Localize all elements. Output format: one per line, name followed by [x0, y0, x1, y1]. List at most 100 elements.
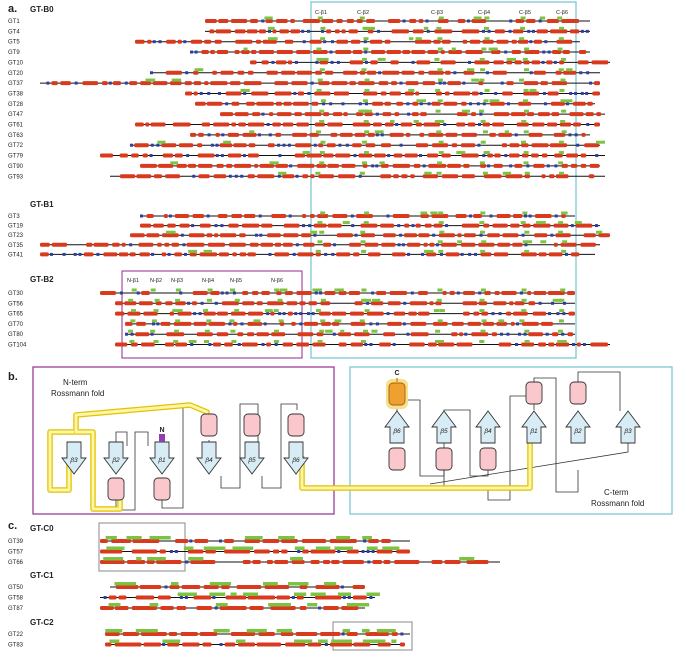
helix-segment: [242, 301, 255, 306]
strand-segment: [353, 154, 357, 158]
helix-segment: [596, 112, 602, 117]
helix-segment: [292, 101, 309, 106]
sheet-segment: [337, 592, 352, 596]
sheet-segment: [524, 68, 530, 72]
sheet-segment: [362, 639, 386, 643]
helix-segment: [402, 50, 411, 55]
arrow-shape: [475, 410, 501, 444]
helix-segment: [410, 332, 429, 337]
helix-segment: [241, 342, 258, 347]
helix-segment: [198, 132, 204, 137]
sheet-segment: [559, 340, 567, 343]
helix-segment: [358, 153, 373, 158]
strand-segment: [150, 332, 154, 336]
helix-segment: [284, 39, 294, 44]
strand-segment: [267, 29, 271, 33]
strand-segment: [225, 102, 229, 106]
strand-segment: [467, 60, 471, 64]
sheet-segment: [438, 151, 444, 155]
sheet-segment: [371, 329, 378, 333]
helix-segment: [349, 60, 364, 65]
helix-segment: [238, 122, 246, 127]
helix-segment: [119, 174, 136, 179]
sheet-segment: [316, 88, 322, 92]
helix-segment: [461, 132, 477, 137]
helix-segment: [100, 539, 108, 543]
helix-segment: [209, 29, 215, 34]
helix-segment: [155, 301, 162, 306]
sequence-track: [100, 557, 500, 564]
helix-segment: [166, 332, 185, 337]
helix-segment: [167, 642, 180, 647]
sheet-segment: [558, 161, 564, 165]
group-heading: GT-C2: [30, 618, 54, 627]
helix-segment: [299, 301, 306, 306]
sheet-segment: [269, 161, 279, 165]
sheet-segment: [372, 298, 381, 302]
arrow-shape: [431, 410, 457, 444]
helix-segment: [195, 101, 206, 106]
sequence-track: [40, 240, 600, 247]
strand-segment: [526, 164, 530, 168]
sheet-segment: [319, 161, 325, 165]
helix-segment: [270, 311, 275, 316]
helix-segment: [521, 342, 535, 347]
helix-segment: [275, 101, 282, 106]
sheet-segment: [209, 592, 226, 596]
c-strand-label: C-β3: [431, 10, 443, 16]
strand-segment: [519, 291, 523, 295]
row-label: GT30: [8, 291, 24, 297]
strand-segment: [232, 291, 236, 295]
strand-segment: [136, 291, 140, 295]
helix-segment: [594, 122, 600, 127]
sheet-segment: [456, 151, 466, 155]
sheet-segment: [244, 536, 263, 540]
strand-segment: [330, 40, 334, 44]
helix-segment: [383, 332, 396, 337]
helix-segment: [294, 153, 306, 158]
helix-segment: [532, 311, 547, 316]
sheet-segment: [521, 120, 527, 123]
sequence-track: [115, 309, 575, 316]
helix-segment: [465, 50, 483, 55]
helix-segment: [314, 91, 331, 96]
strand-segment: [529, 71, 533, 75]
strand-segment: [595, 224, 599, 228]
sheet-segment: [559, 309, 565, 313]
helix-segment: [140, 223, 152, 228]
helix-segment: [456, 112, 468, 117]
strand-segment: [568, 133, 572, 137]
helix-segment: [290, 29, 301, 34]
helix-segment: [159, 549, 166, 554]
helix-segment: [228, 242, 246, 247]
sheet-segment: [560, 57, 566, 61]
sheet-segment: [461, 109, 470, 113]
strand-segment: [191, 224, 195, 228]
strand-segment: [378, 71, 382, 75]
helix-cylinder: [200, 413, 218, 437]
helix-segment: [510, 321, 515, 326]
helix-segment: [362, 163, 368, 168]
strand-segment: [214, 606, 218, 610]
strand-segment: [257, 133, 261, 137]
strand-segment: [407, 252, 411, 256]
sheet-segment: [480, 68, 486, 72]
helix-segment: [457, 19, 466, 23]
helix-segment: [218, 252, 229, 257]
sequence-track: [190, 130, 590, 137]
helix-segment: [175, 539, 189, 543]
strand-segment: [313, 143, 317, 147]
helix-segment: [365, 632, 389, 636]
strand-segment: [363, 40, 367, 44]
helix-segment: [456, 122, 466, 127]
helix-segment: [326, 29, 332, 34]
strand-segment: [361, 550, 365, 553]
helix-segment: [381, 242, 396, 247]
sheet-segment: [135, 629, 158, 633]
helix-segment: [174, 214, 190, 218]
strand-segment: [129, 243, 133, 247]
helix-segment: [258, 29, 267, 34]
helix-segment: [188, 233, 205, 238]
row-label: GT41: [8, 252, 24, 258]
sheet-segment: [437, 68, 443, 72]
